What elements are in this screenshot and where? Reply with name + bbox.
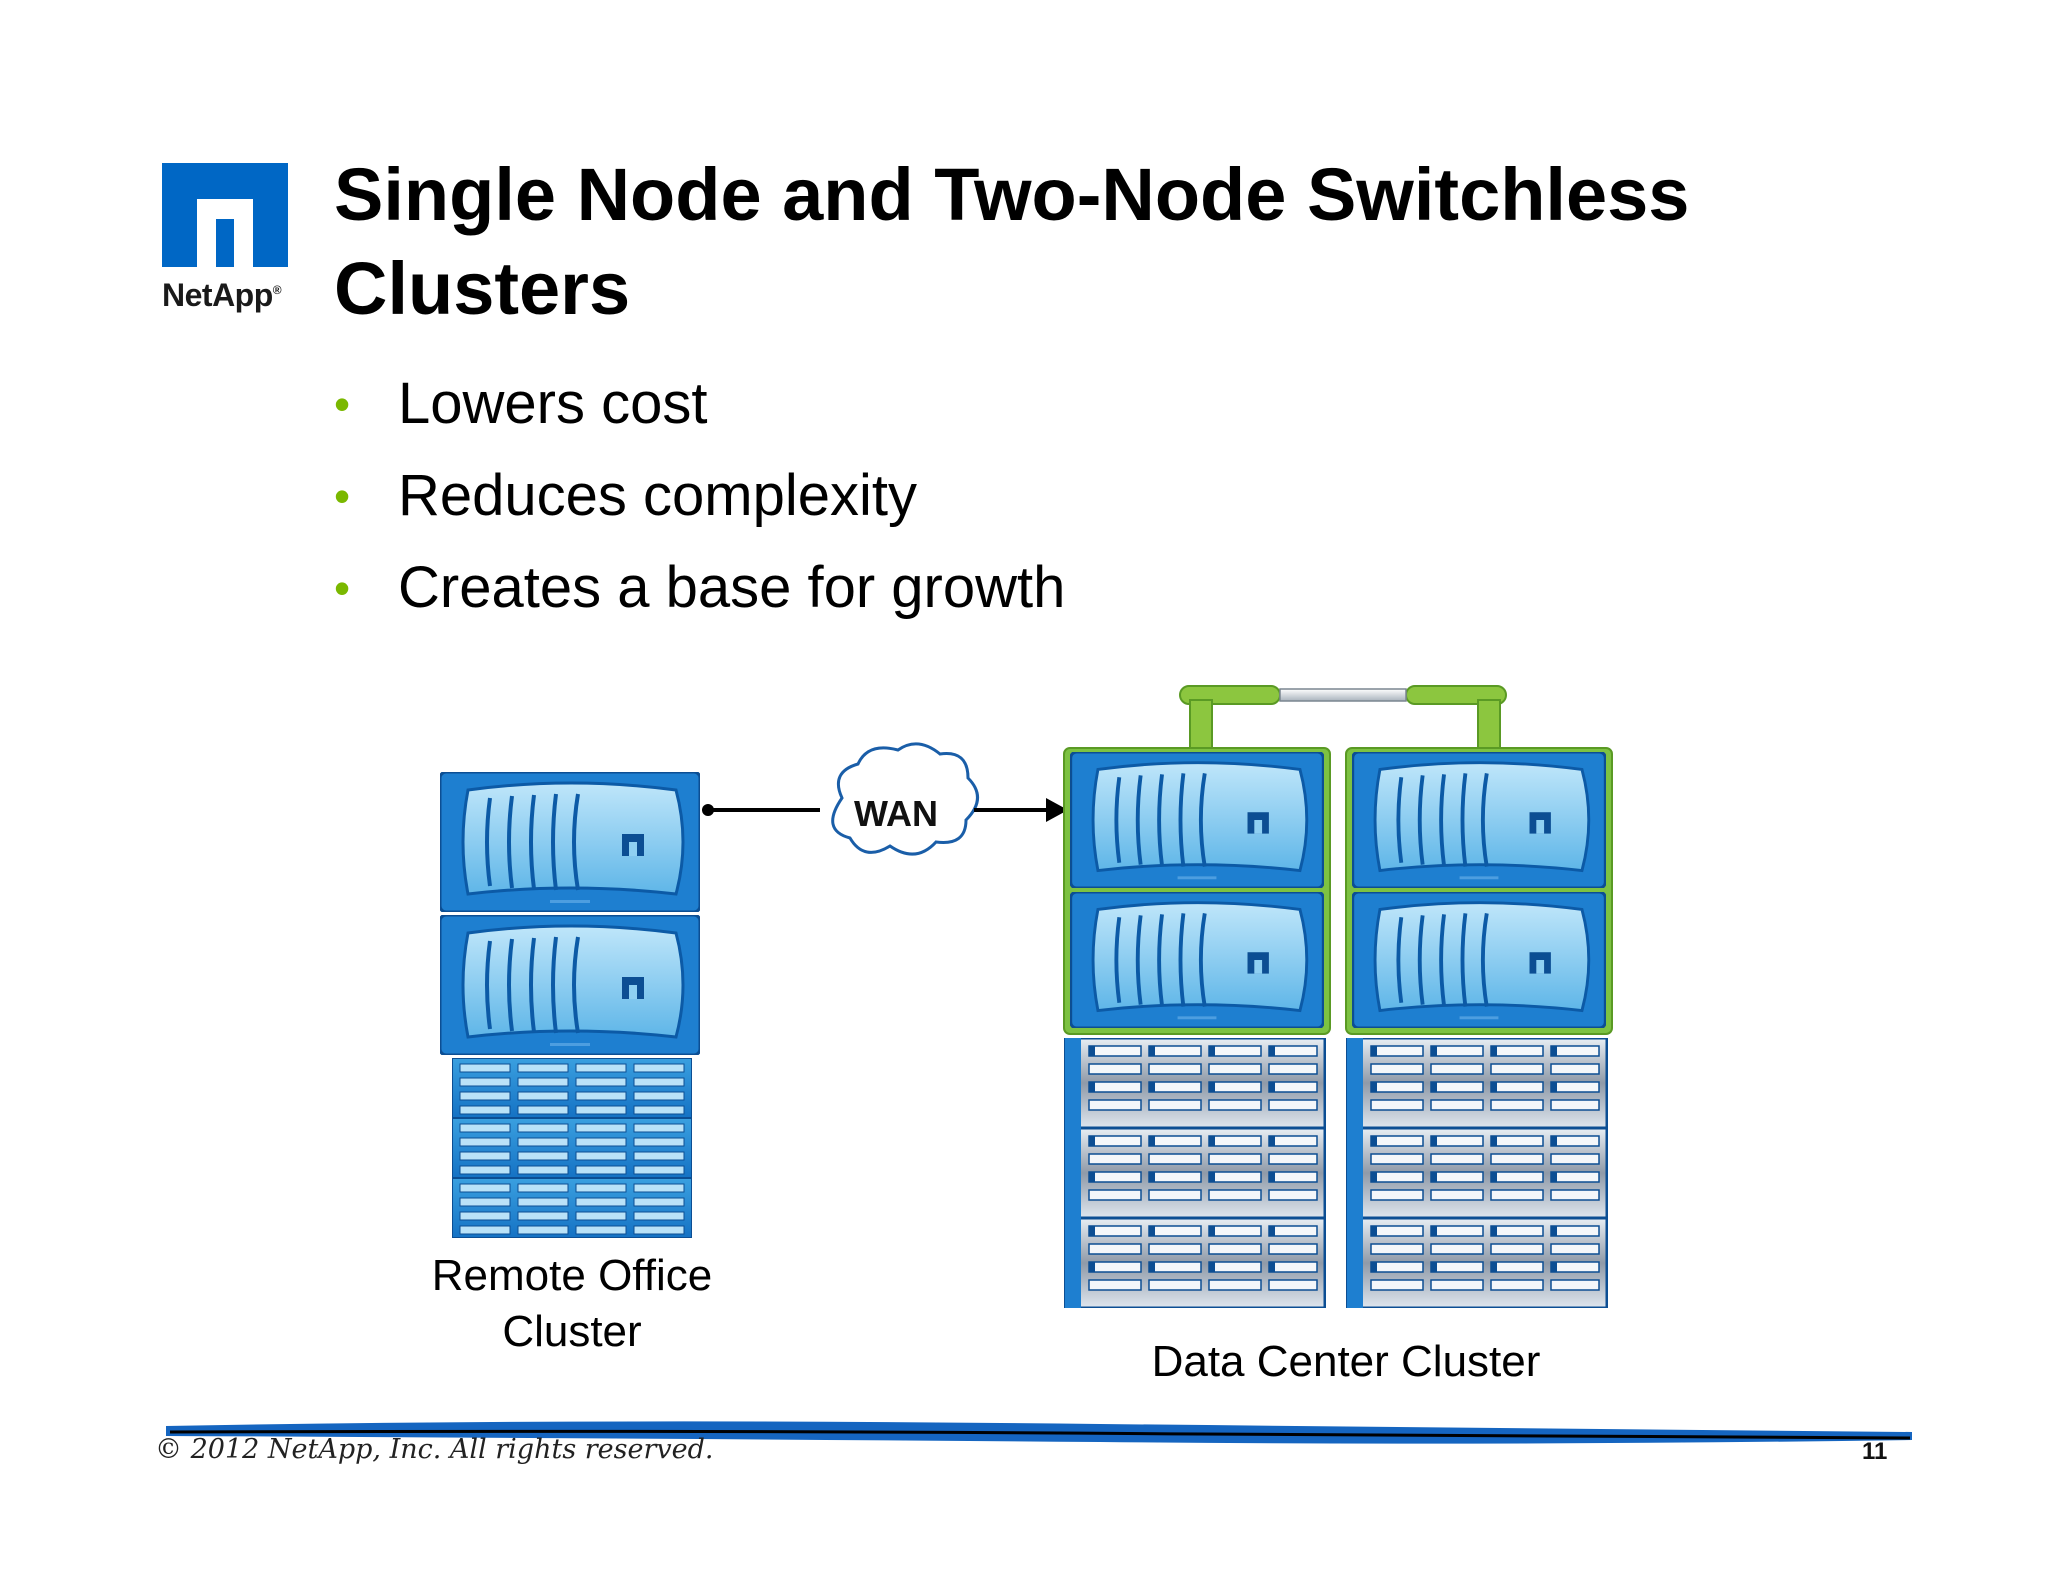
remote-office-cluster <box>440 772 700 1238</box>
netapp-logo-icon <box>162 163 288 267</box>
disk-shelf-icon <box>1346 1218 1608 1308</box>
footer-divider <box>166 1421 1912 1444</box>
ha-pair <box>1063 747 1331 1035</box>
disk-shelf-icon <box>1064 1128 1326 1218</box>
data-center-cluster <box>1063 685 1613 1308</box>
disk-shelf-icon <box>1064 1218 1326 1308</box>
disk-shelf-icon <box>1346 1038 1608 1128</box>
wan-link <box>702 742 1068 856</box>
slide-title: Single Node and Two-Node Switchless Clus… <box>334 153 1690 330</box>
data-center-label: Data Center Cluster <box>1152 1337 1541 1386</box>
cluster-interconnect <box>1179 685 1507 751</box>
bullet-item: •Reduces complexity <box>334 450 1065 542</box>
controller-node-icon <box>440 772 700 912</box>
controller-node-icon <box>440 915 700 1055</box>
logo-wordmark: NetApp® <box>162 277 282 313</box>
disk-shelf-icon <box>452 1118 692 1178</box>
controller-node-icon <box>1352 892 1606 1028</box>
wan-cloud-icon <box>831 742 979 856</box>
bullet-dot-icon: • <box>334 562 351 614</box>
bullet-item: •Creates a base for growth <box>334 542 1065 634</box>
controller-node-icon <box>1070 752 1324 888</box>
bullet-item: •Lowers cost <box>334 358 1065 450</box>
remote-office-label-line2: Cluster <box>502 1307 641 1356</box>
netapp-logo: NetApp® <box>162 163 296 314</box>
disk-shelf-icon <box>452 1058 692 1118</box>
bullet-dot-icon: • <box>334 378 351 430</box>
disk-shelf-icon <box>452 1178 692 1238</box>
controller-node-icon <box>1352 752 1606 888</box>
disk-shelf-icon <box>1346 1128 1608 1218</box>
remote-office-label-line1: Remote Office <box>432 1251 712 1300</box>
wan-label: WAN <box>854 793 938 834</box>
footer-copyright: © 2012 NetApp, Inc. All rights reserved. <box>155 1434 714 1465</box>
bullet-dot-icon: • <box>334 470 351 522</box>
page-number: 11 <box>1862 1438 1888 1465</box>
disk-shelf-icon <box>1064 1038 1326 1128</box>
ha-pair <box>1345 747 1613 1035</box>
bullet-list: •Lowers cost •Reduces complexity •Create… <box>334 358 1065 634</box>
controller-node-icon <box>1070 892 1324 1028</box>
